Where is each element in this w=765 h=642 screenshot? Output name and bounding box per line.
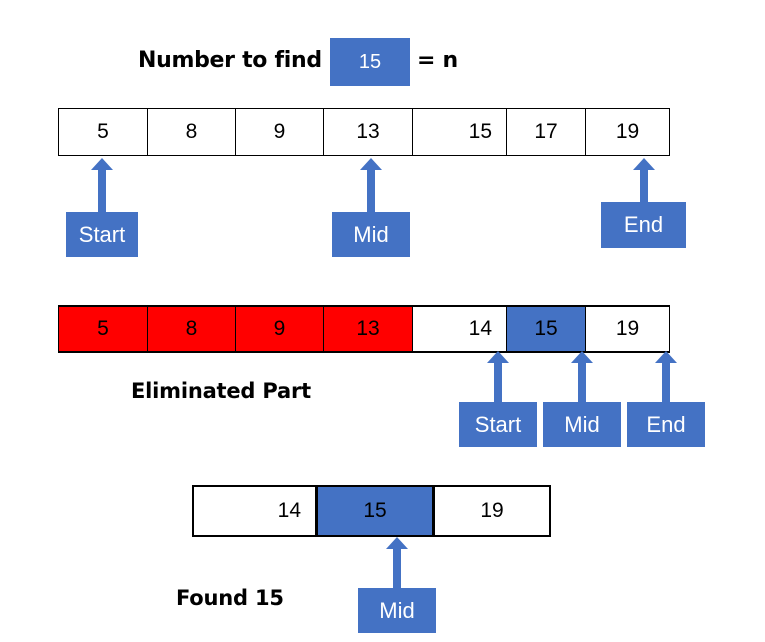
array-cell-value: 9 [273, 317, 286, 340]
pointer-label: Mid [353, 221, 389, 247]
array-cell-eliminated: 9 [235, 305, 324, 353]
up-arrow-icon [386, 537, 408, 588]
pointer-label: Start [78, 221, 126, 247]
array-cell-value: 5 [97, 317, 109, 340]
pointer-label-box: Mid [332, 212, 410, 257]
array-cell-value: 19 [615, 120, 640, 143]
array-cell: 19 [433, 485, 551, 537]
up-arrow-icon [360, 158, 382, 212]
initial-array-row: 5 8 9 13 15 17 19 [58, 108, 670, 156]
pointer-mid-row3: Mid [358, 537, 436, 633]
final-array-row: 14 15 19 [192, 485, 551, 537]
pointer-label-box: Mid [543, 402, 621, 447]
array-cell-value: 15 [468, 120, 492, 143]
up-arrow-icon [655, 351, 677, 402]
pointer-label-box: Start [459, 402, 537, 447]
array-cell: 8 [147, 108, 236, 156]
pointer-label: Mid [564, 411, 600, 437]
array-cell-value: 13 [356, 317, 380, 340]
pointer-end-row1: End [601, 158, 686, 248]
array-cell-value: 15 [363, 499, 387, 522]
up-arrow-icon [91, 158, 113, 212]
up-arrow-icon [487, 351, 509, 402]
array-cell: 17 [506, 108, 586, 156]
pointer-label: End [623, 212, 664, 237]
pointer-start-row1: Start [66, 158, 138, 257]
target-value-text: 15 [358, 50, 382, 73]
array-cell-value: 19 [615, 317, 640, 340]
eliminated-array-row: 5 8 9 13 14 15 19 [58, 305, 670, 353]
up-arrow-icon [571, 351, 593, 402]
found-caption: Found 15 [176, 586, 284, 610]
array-cell: 14 [192, 485, 317, 537]
target-value-chip: 15 [330, 38, 410, 86]
pointer-label-box: Start [66, 212, 138, 257]
array-cell-value: 13 [356, 120, 380, 143]
array-cell-eliminated: 5 [58, 305, 148, 353]
pointer-label: End [646, 411, 686, 437]
pointer-mid-row1: Mid [332, 158, 410, 257]
number-to-find-suffix: = n [417, 48, 458, 73]
pointer-start-row2: Start [459, 351, 537, 447]
pointer-label: Start [474, 411, 522, 437]
array-cell-value: 8 [185, 317, 198, 340]
array-cell: 5 [58, 108, 148, 156]
pointer-label-box: Mid [358, 588, 436, 633]
pointer-label-box: End [601, 202, 686, 248]
array-cell-value: 17 [534, 120, 558, 143]
array-cell-value: 5 [97, 120, 109, 143]
array-cell-value: 15 [534, 317, 558, 340]
array-cell-highlight: 15 [506, 305, 586, 353]
number-to-find-label: Number to find = [138, 48, 348, 73]
up-arrow-icon [632, 158, 655, 202]
array-cell-highlight: 15 [316, 485, 434, 537]
array-cell: 19 [585, 305, 670, 353]
array-cell: 19 [585, 108, 670, 156]
array-cell-value: 9 [273, 120, 286, 143]
array-cell-value: 19 [480, 499, 504, 522]
eliminated-part-caption: Eliminated Part [131, 379, 311, 403]
array-cell-value: 14 [277, 499, 301, 522]
array-cell-value: 8 [185, 120, 198, 143]
pointer-end-row2: End [627, 351, 705, 447]
pointer-mid-row2: Mid [543, 351, 621, 447]
array-cell: 15 [412, 108, 507, 156]
array-cell-value: 14 [468, 317, 492, 340]
array-cell: 13 [323, 108, 413, 156]
pointer-label-box: End [627, 402, 705, 447]
array-cell-eliminated: 13 [323, 305, 413, 353]
array-cell-eliminated: 8 [147, 305, 236, 353]
array-cell: 14 [412, 305, 507, 353]
pointer-label: Mid [379, 597, 415, 623]
array-cell: 9 [235, 108, 324, 156]
